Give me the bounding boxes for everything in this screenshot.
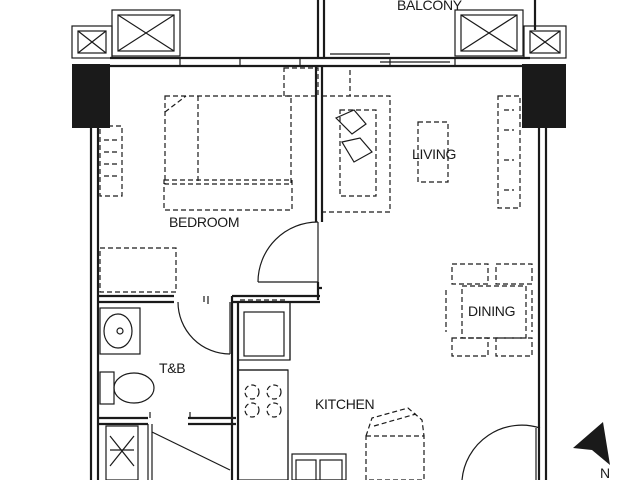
tv-console [497,95,521,209]
coffee-table [417,121,449,183]
lavatory-sink [99,307,141,355]
bedroom-desk [99,247,177,293]
room-label-kitchen: KITCHEN [315,396,374,412]
room-label-dining: DINING [468,303,515,319]
column-right [522,64,566,128]
kitchen-counter [237,299,291,480]
bed [163,67,319,211]
shower-area [105,412,231,480]
sliding-door [330,53,450,63]
dining-set [445,263,533,357]
living-sofa [321,65,391,213]
north-arrow [573,422,610,465]
kitchen-sink [291,453,347,480]
north-arrow-label: N [600,465,610,480]
room-label-bedroom: BEDROOM [169,214,239,230]
bedroom-wardrobe [99,125,123,197]
column-left [72,64,110,128]
room-label-balcony: BALCONY [397,0,463,13]
room-label-bath: T&B [159,360,185,376]
bathroom-walls [98,294,320,480]
toilet [99,371,155,405]
exterior-walls [89,0,548,480]
entry-door [461,424,541,480]
refrigerator [365,407,425,480]
bedroom-partition [257,66,324,300]
duct-boxes [71,9,567,59]
room-label-living: LIVING [412,146,456,162]
